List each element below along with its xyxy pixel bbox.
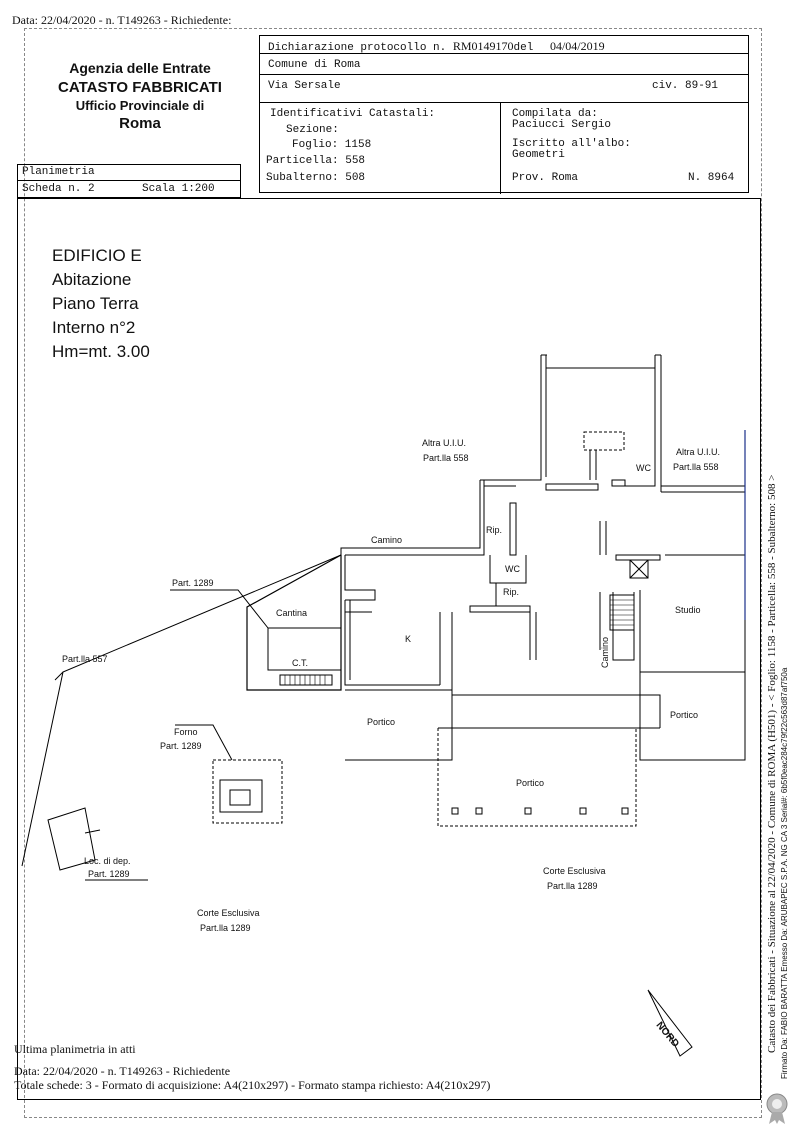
title-block: EDIFICIO E Abitazione Piano Terra Intern… (52, 244, 150, 364)
plan-scheda: Scheda n. 2 (22, 183, 95, 195)
label-particella-558-right: Part.lla 558 (673, 462, 719, 472)
label-part-1289-b: Part. 1289 (160, 741, 202, 751)
plan-title: Planimetria (18, 165, 240, 181)
label-kitchen: K (405, 634, 412, 644)
label-corte-left: Corte Esclusiva (197, 908, 260, 918)
sezione-label: Sezione: (286, 124, 339, 136)
label-corte-left-particella: Part.lla 1289 (200, 923, 251, 933)
label-camino-top: Camino (371, 535, 403, 545)
use-label: Abitazione (52, 270, 132, 289)
side-vertical-text: Catasto dei Fabbricati - Situazione al 2… (764, 325, 789, 1079)
label-cantina: Cantina (276, 608, 308, 618)
label-rip-2: Rip. (503, 587, 520, 597)
label-portico-left: Portico (367, 717, 396, 727)
label-particella-557: Part.lla 557 (62, 654, 108, 664)
label-altra-uiu-left: Altra U.I.U. (422, 438, 467, 448)
comune-value: Comune di Roma (268, 59, 361, 71)
civ-value: civ. 89-91 (652, 80, 719, 92)
agency-header: Agenzia delle Entrate CATASTO FABBRICATI… (40, 60, 240, 132)
label-corte-right: Corte Esclusiva (543, 866, 606, 876)
label-corte-right-particella: Part.lla 1289 (547, 881, 598, 891)
label-ct: C.T. (292, 658, 309, 668)
declaration-label: Dichiarazione protocollo n. (268, 42, 447, 54)
floor-label: Piano Terra (52, 294, 139, 313)
label-forno: Forno (174, 727, 198, 737)
label-portico-right: Portico (670, 710, 699, 720)
label-loc-dep: Loc. di dep. (84, 856, 131, 866)
prov-value: Prov. Roma (512, 172, 579, 184)
header-request-line: Data: 22/04/2020 - n. T149263 - Richiede… (12, 13, 232, 27)
protocol-box: Dichiarazione protocollo n. RM0149170del… (259, 35, 749, 194)
particella-value: Particella: 558 (266, 155, 366, 167)
albo-number: N. 8964 (688, 172, 735, 184)
compilata-label: Compilata da: (512, 108, 598, 120)
footer-format: Totale schede: 3 - Formato di acquisizio… (14, 1078, 491, 1092)
iscritto-value: Geometri (512, 149, 565, 161)
del-label: del (513, 42, 534, 54)
building-label: EDIFICIO E (52, 246, 142, 265)
side-cadastre-line: Catasto dei Fabbricati - Situazione al 2… (766, 474, 778, 1053)
label-wc-top: WC (636, 463, 651, 473)
footer: Ultima planimetria in atti Data: 22/04/2… (14, 1042, 490, 1093)
subalterno-value: Subalterno: 508 (266, 172, 366, 184)
seal-icon (766, 1093, 788, 1124)
side-signature-line: Firmato Da: FABIO BARATTA Emesso Da: ARU… (780, 667, 789, 1079)
interior-label: Interno n°2 (52, 318, 136, 337)
foglio-value: Foglio: 1158 (292, 139, 372, 151)
label-wc-middle: WC (505, 564, 520, 574)
label-studio: Studio (675, 605, 701, 615)
label-portico-center: Portico (516, 778, 545, 788)
protocol-date: 04/04/2019 (549, 39, 605, 53)
office-label: Ufficio Provinciale di (75, 98, 205, 113)
office-city: Roma (119, 115, 161, 132)
footer-last-plan: Ultima planimetria in atti (14, 1042, 136, 1056)
label-particella-558-left: Part.lla 558 (423, 453, 469, 463)
catasto-title: CATASTO FABBRICATI (58, 79, 222, 96)
label-part-1289-c: Part. 1289 (88, 869, 130, 879)
plan-info-box: Planimetria Scheda n. 2 Scala 1:200 (17, 164, 241, 198)
declaration-line: Dichiarazione protocollo n. RM0149170del… (268, 39, 605, 54)
agency-name: Agenzia delle Entrate (69, 60, 211, 76)
footer-date: Data: 22/04/2020 - n. T149263 - Richiede… (14, 1063, 231, 1078)
via-value: Via Sersale (268, 80, 341, 92)
iscritto-label: Iscritto all'albo: (512, 138, 631, 150)
compilata-name: Paciucci Sergio (512, 119, 612, 131)
label-part-1289-a: Part. 1289 (172, 578, 214, 588)
height-label: Hm=mt. 3.00 (52, 342, 150, 361)
page-frame (24, 28, 762, 1118)
drawing-frame (17, 198, 761, 1100)
identificativi-title: Identificativi Catastali: (270, 108, 436, 120)
label-rip-1: Rip. (486, 525, 503, 535)
plan-scale: Scala 1:200 (142, 183, 215, 195)
label-camino-vertical: Camino (600, 636, 610, 668)
protocol-number: RM0149170 (452, 39, 514, 53)
label-altra-uiu-right: Altra U.I.U. (676, 447, 721, 457)
